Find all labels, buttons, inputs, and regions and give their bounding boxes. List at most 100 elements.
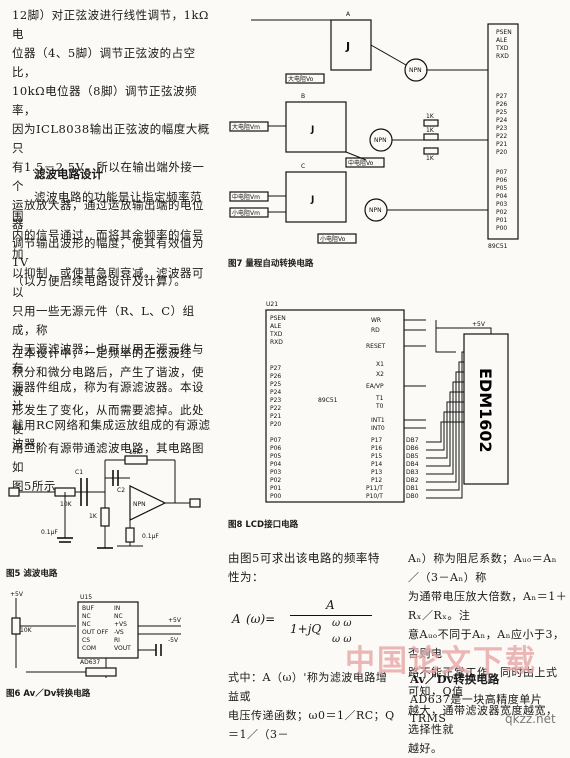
label-chip-b: B — [301, 93, 305, 100]
svg-text:RXD: RXD — [496, 53, 509, 60]
label-vplus-2: +5V — [168, 617, 182, 624]
svg-text:P10/T: P10/T — [366, 493, 383, 500]
mcu-right-pin-labels: WR RD RESET X1 X2 EA/VP T1 T0 INT1 INT0 … — [366, 317, 386, 500]
label-u15: U15 — [80, 594, 92, 601]
svg-text:P27: P27 — [270, 365, 281, 372]
pin-nc-3: NC — [114, 613, 123, 620]
svg-text:TXD: TXD — [495, 45, 509, 52]
pin-buf: BUF — [82, 605, 95, 612]
svg-text:P03: P03 — [496, 201, 507, 208]
svg-text:P16: P16 — [371, 445, 382, 452]
svg-text:INT0: INT0 — [371, 425, 385, 432]
formula-lhs: A — [232, 612, 241, 626]
label-out-large: 大电阻Vo — [288, 75, 314, 83]
right-paragraph: Aₙ）称为阻尼系数；Aᵤₒ＝Aₙ／（3－Aₙ）称 为通带电压放大倍数，Aₙ＝1＋… — [408, 552, 568, 755]
svg-text:P24: P24 — [270, 389, 281, 396]
svg-text:P06: P06 — [270, 445, 281, 452]
svg-text:P15: P15 — [371, 453, 382, 460]
svg-text:P25: P25 — [496, 109, 507, 116]
label-r2: 1K — [89, 513, 98, 520]
svg-text:P27: P27 — [496, 93, 507, 100]
formula-func: (ω)= — [246, 612, 276, 626]
label-npn-b: NPN — [374, 137, 387, 144]
relay-b — [285, 101, 347, 153]
label-ad637: AD637 — [80, 659, 100, 666]
paragraph-1: 12脚）对正弦波进行线性调节，1kΩ电 位器（4、5脚）调节正弦波的占空比， 1… — [12, 8, 210, 288]
label-j-c: J — [310, 195, 314, 205]
label-in-mid: 中电阻Vm — [232, 193, 260, 201]
section-heading-filter: 滤波电路设计 — [34, 167, 103, 181]
figure-5-caption: 图5 滤波电路 — [6, 569, 58, 579]
watermark-url: qkzz.net — [505, 712, 556, 726]
relay-a — [330, 19, 372, 71]
label-r3: 15K — [129, 449, 142, 456]
svg-text:P22: P22 — [496, 133, 507, 140]
formula-inner-top: ω ω — [332, 618, 352, 629]
svg-text:DB3: DB3 — [406, 469, 419, 476]
label-out-small: 小电阻Vo — [320, 235, 346, 243]
label-in-large: 大电阻Vm — [232, 123, 260, 131]
svg-text:P22: P22 — [270, 405, 281, 412]
label-u21: U21 — [266, 301, 278, 308]
svg-text:P20: P20 — [496, 149, 507, 156]
svg-text:P05: P05 — [496, 185, 507, 192]
opamp-symbol — [129, 485, 167, 521]
pin-in: IN — [114, 605, 120, 612]
svg-text:INT1: INT1 — [371, 417, 385, 424]
output-terminal — [189, 498, 201, 508]
paragraph-2: 滤波电路的功能是让指定频率范围 内的信号通过，而将其余频率的信号加 以抑制，或使… — [12, 190, 211, 451]
svg-text:T1: T1 — [375, 395, 384, 402]
svg-text:P24: P24 — [496, 117, 507, 124]
svg-text:P13: P13 — [371, 469, 382, 476]
tag-out-mid — [345, 157, 385, 168]
label-vplus: +5V — [10, 591, 24, 598]
svg-text:P17: P17 — [371, 437, 382, 444]
svg-text:T0: T0 — [375, 403, 384, 410]
svg-text:WR: WR — [371, 317, 381, 324]
svg-text:P01: P01 — [270, 485, 281, 492]
figure-6-av-dv-circuit: +5V 10K U15 AD637 BUF NC NC OUT OFF CS C… — [10, 591, 182, 678]
chip-ad637 — [77, 601, 139, 659]
svg-text:P14: P14 — [371, 461, 382, 468]
svg-text:X1: X1 — [376, 361, 384, 368]
svg-text:P01: P01 — [496, 217, 507, 224]
label-k3: 1K — [426, 155, 435, 162]
svg-text:RESET: RESET — [366, 343, 386, 350]
svg-text:P23: P23 — [270, 397, 281, 404]
svg-text:P05: P05 — [270, 453, 281, 460]
label-c2: C2 — [117, 487, 125, 494]
pin-com: COM — [82, 645, 96, 652]
svg-text:TXD: TXD — [269, 331, 283, 338]
svg-text:DB0: DB0 — [406, 493, 419, 500]
pin-vs-minus: -VS — [114, 629, 124, 636]
label-j-b: J — [310, 125, 314, 135]
mcu-89c51-fig7 — [487, 23, 519, 240]
svg-text:PSEN: PSEN — [270, 315, 286, 322]
svg-text:P03: P03 — [270, 469, 281, 476]
svg-text:ALE: ALE — [270, 323, 281, 330]
label-opamp: NPN — [133, 501, 146, 508]
formula-numerator: A — [326, 598, 335, 612]
formula-fraction-bar — [290, 615, 372, 616]
pin-nc-2: NC — [82, 621, 91, 628]
svg-text:DB7: DB7 — [406, 437, 419, 444]
figure-8-lcd-circuit: U21 89C51 PSEN ALE TXD RXD P27 P26 P25 P… — [265, 301, 509, 503]
svg-text:P00: P00 — [270, 493, 281, 500]
resistor-r2 — [100, 507, 110, 527]
label-vminus: -5V — [168, 637, 179, 644]
svg-text:DB6: DB6 — [406, 445, 419, 452]
svg-text:P04: P04 — [496, 193, 507, 200]
data-bus-labels: DB7 DB6 DB5 DB4 DB3 DB2 DB1 DB0 — [406, 437, 419, 500]
svg-text:P04: P04 — [270, 461, 281, 468]
svg-text:EA/VP: EA/VP — [366, 383, 384, 390]
label-edm1602: EDM1602 — [476, 368, 495, 453]
watermark-text: 中国论文下载 — [345, 644, 537, 679]
label-cap-a: 0.1μF — [41, 529, 58, 536]
svg-text:DB2: DB2 — [406, 477, 419, 484]
pin-vout: VOUT — [114, 645, 131, 652]
label-j-a: J — [345, 40, 350, 53]
resistor-out — [85, 667, 117, 677]
svg-text:P20: P20 — [270, 421, 281, 428]
paragraph-3: 在本设计中，一定频率的正弦波经 积分和微分电路后，产生了谐波，使波 形发生了变化… — [12, 346, 204, 493]
label-chip-c: C — [301, 163, 305, 170]
